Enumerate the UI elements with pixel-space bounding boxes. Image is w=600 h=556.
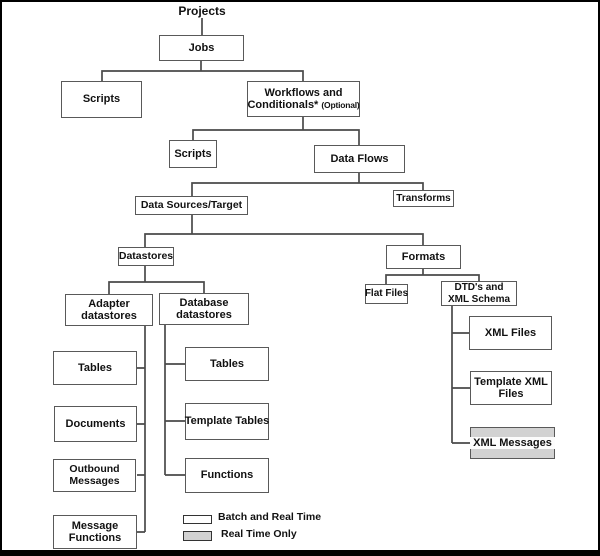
- node-template-tables: Template Tables: [185, 403, 269, 440]
- connector-lines: [101, 18, 480, 533]
- node-scripts-mid: Scripts: [169, 140, 217, 168]
- node-projects: Projects: [178, 4, 226, 18]
- workflows-label-line1: Workflows and: [264, 86, 343, 99]
- workflows-optional-label: (Optional): [321, 100, 360, 110]
- node-transforms: Transforms: [393, 190, 454, 207]
- legend-swatch-real-time-only: [183, 531, 212, 541]
- node-documents: Documents: [54, 406, 137, 442]
- node-jobs: Jobs: [159, 35, 244, 61]
- node-data-sources-target: Data Sources/Target: [135, 196, 248, 215]
- legend-label-real-time-only: Real Time Only: [221, 528, 297, 540]
- node-tables-database: Tables: [185, 347, 269, 381]
- node-template-xml-files: Template XML Files: [470, 371, 552, 405]
- node-tables-adapter: Tables: [53, 351, 137, 385]
- workflows-label-line2: Conditionals*: [247, 99, 319, 111]
- legend-swatch-batch-real-time: [183, 515, 212, 524]
- node-adapter-datastores: Adapter datastores: [65, 294, 153, 326]
- node-functions: Functions: [185, 458, 269, 493]
- node-workflows-conditionals: Workflows and Conditionals* (Optional): [247, 81, 360, 117]
- node-data-flows: Data Flows: [314, 145, 405, 173]
- legend-label-batch-real-time: Batch and Real Time: [218, 511, 322, 523]
- node-xml-messages: XML Messages: [470, 427, 555, 459]
- node-outbound-messages: Outbound Messages: [53, 459, 136, 492]
- xml-messages-label: XML Messages: [470, 436, 555, 450]
- node-formats: Formats: [386, 245, 461, 269]
- node-dtd-xml-schema: DTD's and XML Schema: [441, 281, 517, 306]
- node-scripts-top: Scripts: [61, 81, 142, 118]
- node-datastores: Datastores: [118, 247, 174, 266]
- node-message-functions: Message Functions: [53, 515, 137, 549]
- node-xml-files: XML Files: [469, 316, 552, 350]
- node-flat-files: Flat Files: [365, 284, 408, 304]
- node-database-datastores: Database datastores: [159, 293, 249, 325]
